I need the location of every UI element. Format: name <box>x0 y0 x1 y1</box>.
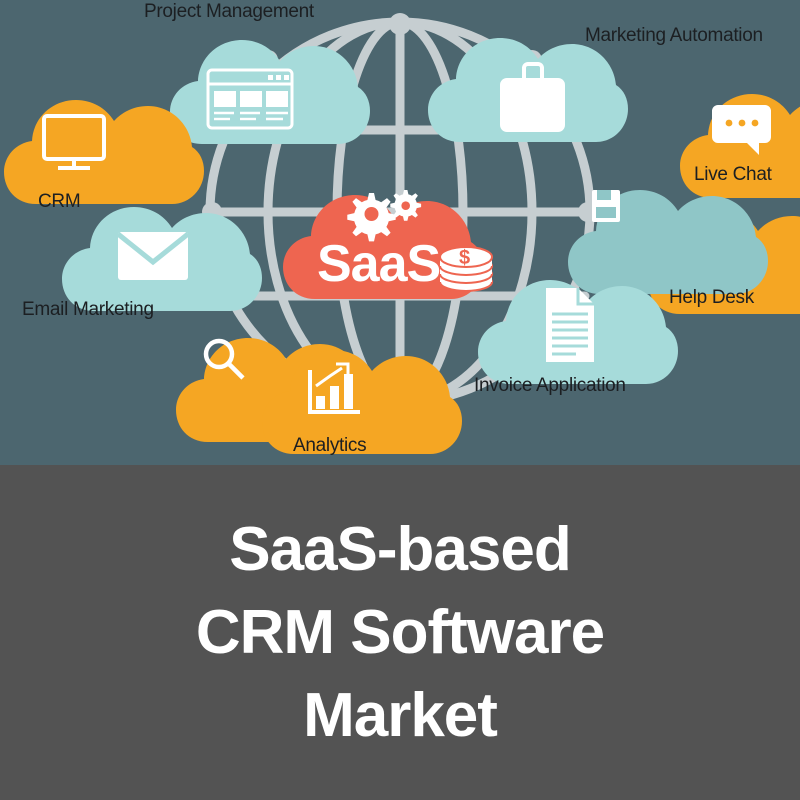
coin-stack-icon: $ <box>439 246 493 292</box>
node-live-chat[interactable] <box>680 94 800 198</box>
node-marketing-automation[interactable] <box>428 38 628 142</box>
label-live-chat: Live Chat <box>694 164 772 185</box>
node-crm[interactable] <box>4 100 204 204</box>
title-line-3: Market <box>303 681 498 750</box>
browser-window-icon <box>206 68 294 130</box>
label-invoice-application: Invoice Application <box>474 375 626 396</box>
label-email-marketing: Email Marketing <box>22 299 154 320</box>
saas-ecosystem-illustration: SaaS $ Project Management Marketi <box>4 1 800 456</box>
briefcase-icon <box>500 62 565 132</box>
monitor-icon <box>42 114 106 170</box>
small-gear-icon <box>390 190 422 221</box>
node-saas-center[interactable]: SaaS $ <box>283 190 493 299</box>
bar-chart-icon <box>308 362 360 414</box>
dollar-sign-icon: $ <box>459 247 470 269</box>
gear-icon <box>347 193 396 242</box>
label-help-desk: Help Desk <box>669 287 754 308</box>
chat-bubble-icon <box>712 105 771 155</box>
saas-center-label: SaaS <box>317 235 440 293</box>
node-analytics[interactable] <box>262 350 462 454</box>
title-band: SaaS-based CRM Software Market <box>0 465 800 800</box>
title-line-2: CRM Software <box>195 598 605 667</box>
label-analytics: Analytics <box>293 435 367 456</box>
node-invoice-application[interactable] <box>478 280 678 384</box>
floppy-document-icon <box>592 190 620 222</box>
label-crm: CRM <box>38 191 81 212</box>
label-project-management: Project Management <box>144 1 314 22</box>
node-file-node[interactable] <box>568 190 768 294</box>
label-marketing-automation: Marketing Automation <box>585 25 763 46</box>
title-line-1: SaaS-based <box>229 515 572 584</box>
node-project-management[interactable] <box>170 40 370 144</box>
magnifier-icon <box>203 338 245 380</box>
cloud-node-layer: SaaS $ <box>4 38 800 454</box>
document-lines-icon <box>546 288 594 362</box>
node-search-node[interactable] <box>176 338 376 442</box>
envelope-icon <box>116 232 190 280</box>
node-email-marketing[interactable] <box>62 207 262 311</box>
